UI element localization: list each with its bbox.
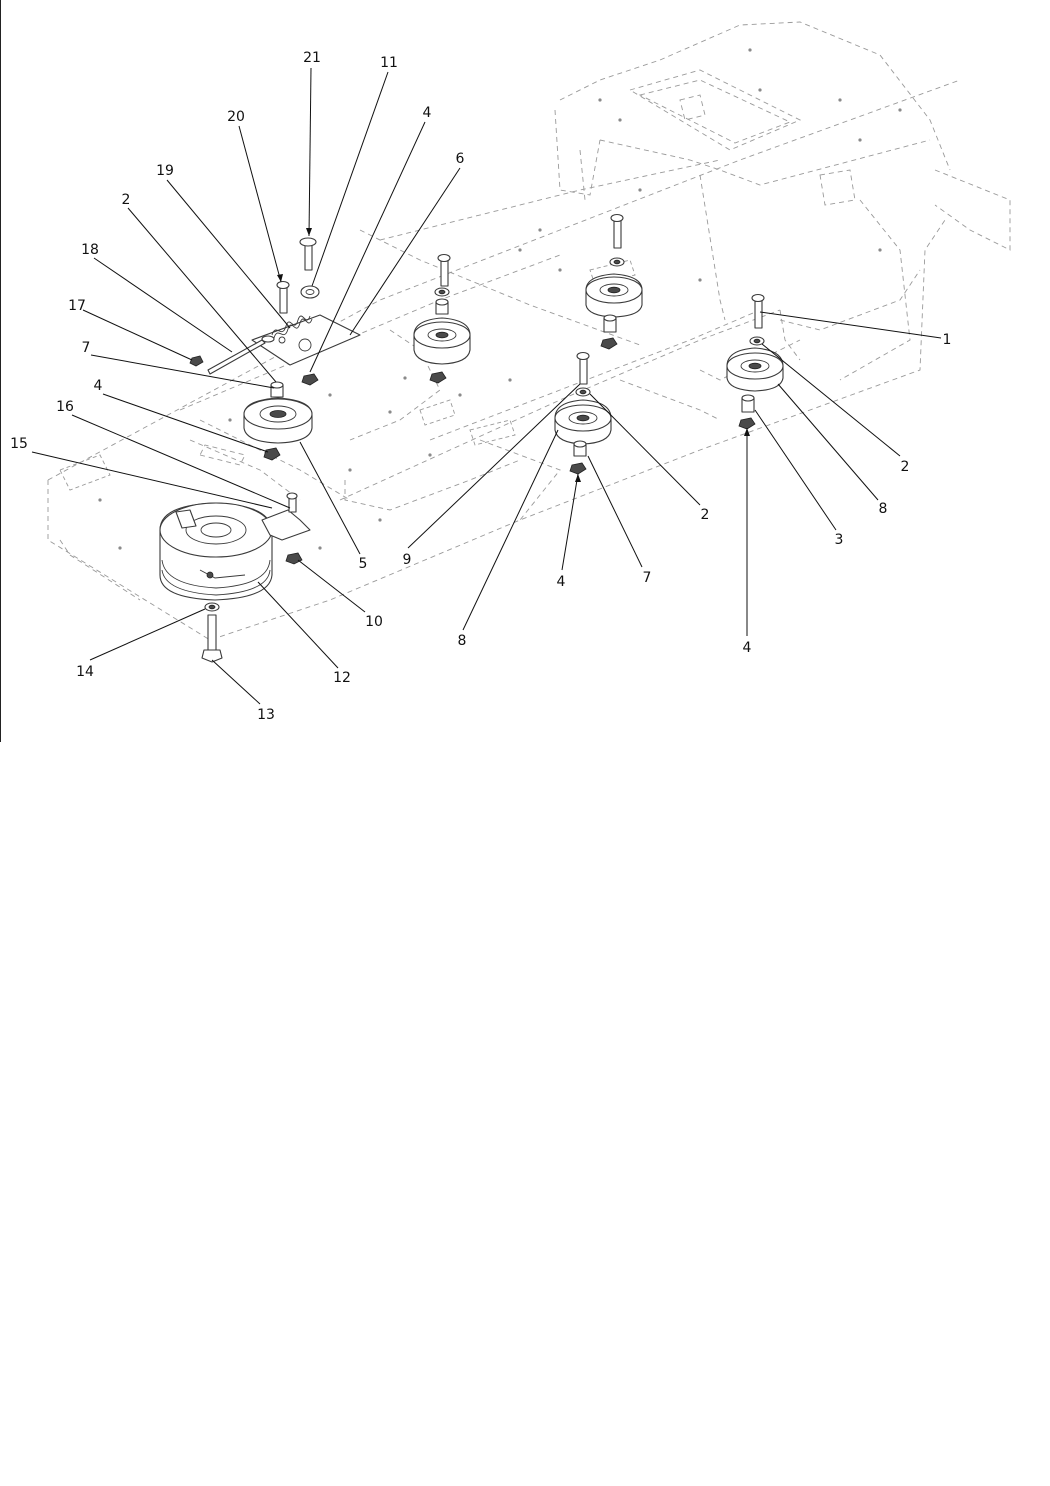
callout-7-mid: 7 (643, 570, 652, 586)
bolt-13 (201, 614, 223, 663)
bolt-9 (576, 351, 590, 385)
pulley-rear-top (585, 273, 643, 318)
nut-center (429, 371, 447, 384)
callout-12: 12 (333, 670, 351, 686)
pulley-8-mid (554, 399, 612, 445)
callout-7-left: 7 (82, 340, 91, 356)
callout-8-mid: 8 (458, 633, 467, 649)
spacer-rear-top (603, 314, 617, 333)
bolt-rear-top (610, 213, 624, 249)
rod-18 (207, 335, 275, 375)
electric-clutch (159, 502, 311, 601)
bolt-15 (286, 492, 298, 513)
deck-frame-phantom (47, 79, 961, 641)
callout-20: 20 (227, 109, 245, 125)
carriage-bolt-21 (299, 237, 317, 271)
nut-4-right (738, 417, 756, 430)
nut-4-mid (569, 462, 587, 475)
bolt-1 (751, 293, 765, 329)
washer-14 (204, 602, 220, 612)
leader-arrowheads (277, 228, 750, 482)
callout-8-right: 8 (879, 501, 888, 517)
callout-14: 14 (76, 664, 94, 680)
callout-2-right: 2 (901, 459, 910, 475)
nut-17 (189, 355, 204, 367)
callout-4-left: 4 (94, 378, 103, 394)
washer-rear-top (609, 257, 625, 267)
callout-18: 18 (81, 242, 99, 258)
callout-6: 6 (456, 151, 465, 167)
callout-4-upper: 4 (423, 105, 432, 121)
callout-2-upper: 2 (122, 192, 131, 208)
callout-2-mid: 2 (701, 507, 710, 523)
spacer-center (435, 298, 449, 315)
callout-11: 11 (380, 55, 398, 71)
callout-13: 13 (257, 707, 275, 723)
leader-lines (31, 67, 942, 705)
washer-2-mid (575, 387, 591, 397)
idler-arm-plate (251, 314, 361, 366)
callout-1: 1 (943, 332, 952, 348)
chassis-body-phantom (554, 21, 1011, 381)
pulley-center (413, 317, 471, 365)
callout-10: 10 (365, 614, 383, 630)
callout-5: 5 (359, 556, 368, 572)
callout-labels: 21 11 20 4 19 6 2 18 17 7 4 16 15 5 10 1… (10, 50, 951, 723)
callout-17: 17 (68, 298, 86, 314)
callout-3: 3 (835, 532, 844, 548)
nut-10 (285, 552, 303, 565)
washer-center (434, 287, 450, 297)
spring-19 (271, 315, 313, 339)
pulley-8-right (726, 347, 784, 392)
nut-rear-top (600, 337, 618, 350)
callout-16: 16 (56, 399, 74, 415)
bolt-20 (276, 280, 290, 314)
spacer-7-mid (573, 440, 587, 457)
callout-9: 9 (403, 552, 412, 568)
spacer-3 (741, 394, 755, 413)
pulley-5 (243, 397, 313, 444)
callout-19: 19 (156, 163, 174, 179)
nut-4-left-top (301, 373, 319, 386)
callout-15: 15 (10, 436, 28, 452)
bolt-center-top (437, 253, 451, 287)
callout-21: 21 (303, 50, 321, 66)
callout-4-right: 4 (743, 640, 752, 656)
washer-2-right (749, 336, 765, 346)
callout-4-mid: 4 (557, 574, 566, 590)
spacer-11 (300, 285, 320, 299)
spacer-7-left (270, 381, 284, 398)
nut-4-left-bottom (263, 447, 281, 461)
rivet-dots (98, 48, 902, 572)
